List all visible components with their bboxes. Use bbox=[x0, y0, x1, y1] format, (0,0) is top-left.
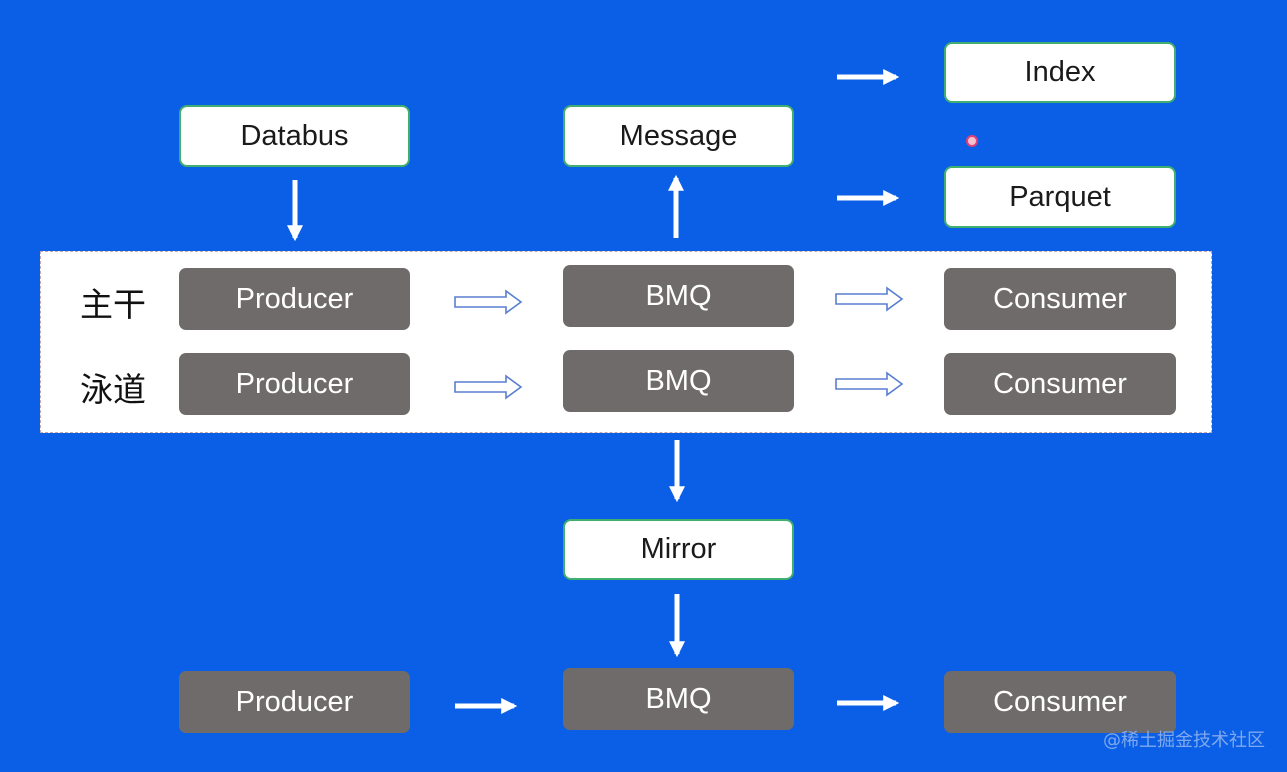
pointer-dot bbox=[966, 135, 978, 147]
consumer-node-swimlane: Consumer bbox=[944, 353, 1176, 415]
lane-label-swimlane: 泳道 bbox=[80, 370, 146, 409]
producer-node-main: Producer bbox=[179, 268, 410, 330]
databus-node: Databus bbox=[179, 105, 410, 167]
index-node: Index bbox=[944, 42, 1176, 103]
mirror-node: Mirror bbox=[563, 519, 794, 580]
hollow-arrow-swim-2 bbox=[835, 371, 904, 397]
parquet-node: Parquet bbox=[944, 166, 1176, 228]
lane-label-main: 主干 bbox=[80, 285, 146, 324]
message-node: Message bbox=[563, 105, 794, 167]
bmq-node-bottom: BMQ bbox=[563, 668, 794, 730]
hollow-arrow-main-2 bbox=[835, 286, 904, 312]
watermark: @稀土掘金技术社区 bbox=[1103, 730, 1265, 751]
hollow-arrow-main-1 bbox=[454, 289, 523, 315]
bmq-node-swimlane: BMQ bbox=[563, 350, 794, 412]
bmq-node-main: BMQ bbox=[563, 265, 794, 327]
producer-node-swimlane: Producer bbox=[179, 353, 410, 415]
hollow-arrow-swim-1 bbox=[454, 374, 523, 400]
consumer-node-bottom: Consumer bbox=[944, 671, 1176, 733]
consumer-node-main: Consumer bbox=[944, 268, 1176, 330]
producer-node-bottom: Producer bbox=[179, 671, 410, 733]
